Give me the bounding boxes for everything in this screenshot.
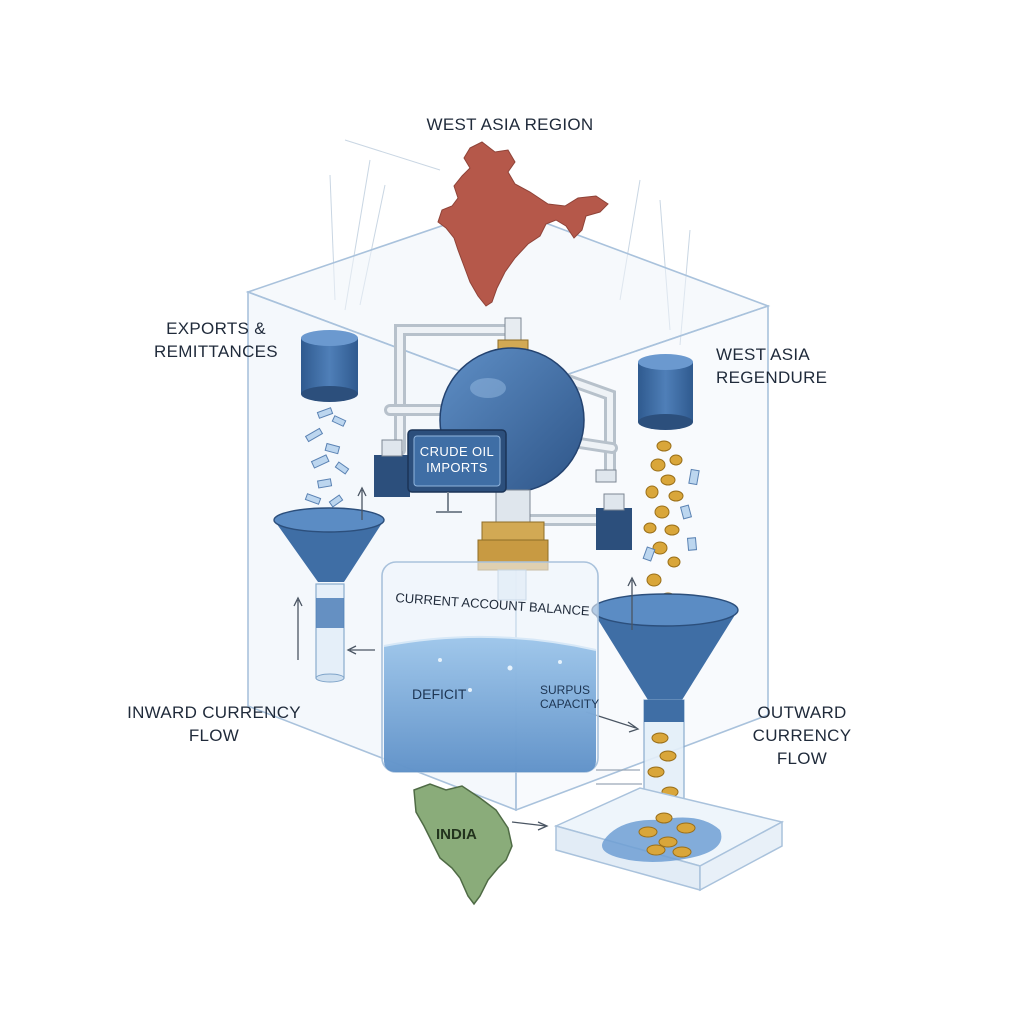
india-label: INDIA	[436, 826, 477, 843]
india-arrow	[511, 821, 549, 831]
light-rays	[329, 139, 691, 346]
inward-flow-line-1: INWARD CURRENCY	[127, 703, 301, 722]
crude-oil-line-2: IMPORTS	[426, 459, 488, 475]
india-map	[413, 783, 513, 906]
right-funnel	[591, 593, 739, 816]
current-account-tank	[381, 561, 599, 773]
exports-remittances-line-2: REMITTANCES	[154, 341, 278, 361]
outward-flow-line-1: OUTWARD CURRENCY	[752, 703, 852, 745]
crude-oil-line-1: CRUDE OIL	[419, 444, 495, 459]
left-falling-crystals	[304, 407, 350, 508]
crude-oil-imports-sign: CRUDE OIL IMPORTS	[414, 444, 500, 475]
outward-flow-line-2: FLOW	[776, 748, 828, 768]
tank-outflow-line	[596, 769, 642, 785]
left-funnel	[273, 507, 385, 683]
outward-flow-label: OUTWARD CURRENCY FLOW	[712, 702, 892, 771]
inward-flow-line-2: FLOW	[188, 725, 240, 745]
exports-remittances-line-1: EXPORTS &	[166, 319, 266, 338]
deficit-label: DEFICIT	[412, 686, 467, 702]
right-falling-crystals	[642, 468, 700, 562]
west-asia-map	[437, 141, 609, 307]
crude-oil-pump	[374, 317, 632, 601]
west-asia-region-label: WEST ASIA REGION	[426, 115, 594, 134]
surplus-line-2: CAPACITY	[540, 696, 600, 711]
inward-arrows	[293, 486, 375, 660]
exports-remittances-label: EXPORTS & REMITTANCES	[146, 318, 286, 364]
surplus-line-1: SURPUS	[540, 683, 591, 697]
inward-flow-label: INWARD CURRENCY FLOW	[124, 702, 304, 748]
west-asia-regendure-label: WEST ASIA REGENDURE	[716, 345, 828, 387]
left-source-cylinder	[301, 330, 358, 402]
right-source-cylinder	[638, 354, 693, 430]
tray-coins	[638, 812, 696, 858]
surplus-capacity-label: SURPUS CAPACITY	[540, 683, 600, 712]
